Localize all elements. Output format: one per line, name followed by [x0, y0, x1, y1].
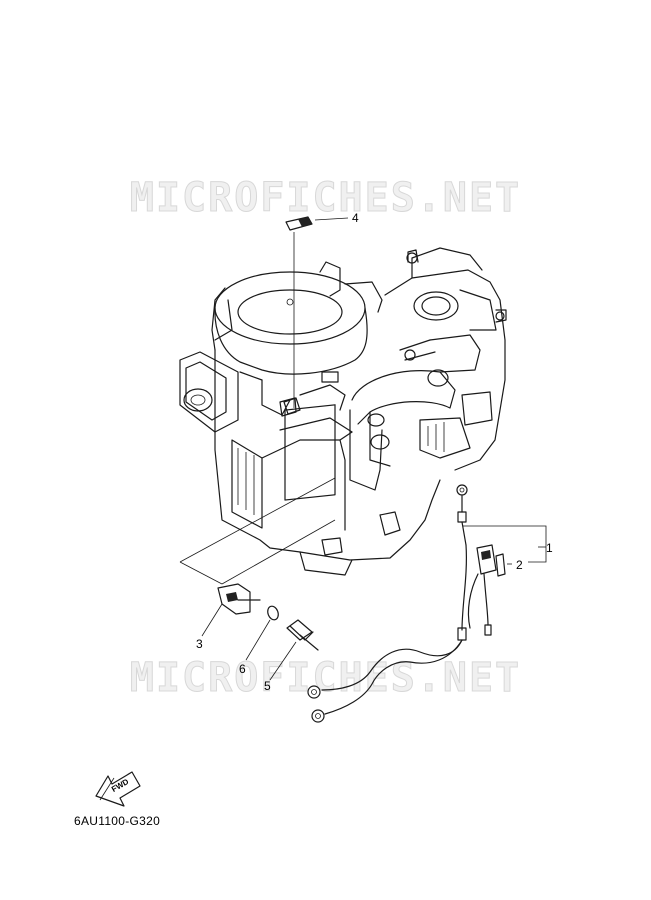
part-4-clip [283, 216, 349, 415]
part-1-harness [307, 484, 547, 723]
engine-block [179, 247, 507, 576]
forward-arrow-icon [95, 771, 141, 807]
callout-4: 4 [352, 211, 359, 225]
callout-1: 1 [546, 541, 553, 555]
callout-2: 2 [516, 558, 523, 572]
part-3-bracket [179, 477, 336, 637]
part-5-bolt [269, 619, 319, 681]
figure-code: 6AU1100-G320 [74, 814, 161, 828]
part-2-fuse [495, 553, 512, 577]
part-6-washer [245, 605, 279, 661]
callout-5: 5 [264, 679, 271, 693]
callout-6: 6 [239, 662, 246, 676]
callout-3: 3 [196, 637, 203, 651]
